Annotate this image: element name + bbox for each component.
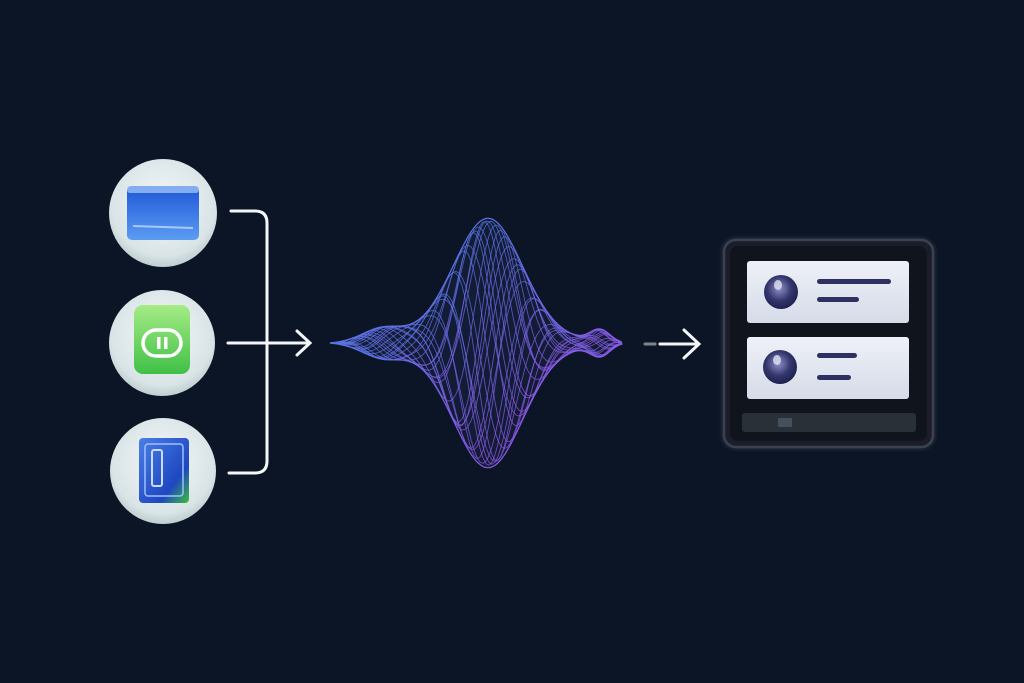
avatar-icon — [763, 350, 797, 384]
list-item[interactable] — [747, 337, 909, 399]
pause-toggle-icon — [134, 305, 190, 374]
output-arrow — [643, 328, 702, 360]
avatar-icon — [764, 275, 798, 309]
source-browser — [109, 159, 217, 267]
panel-footer-bar — [742, 413, 916, 432]
text-line — [817, 375, 851, 380]
audio-waveform — [329, 217, 623, 469]
source-toggle — [109, 290, 215, 396]
list-item[interactable] — [747, 261, 909, 323]
wave-outline — [329, 217, 623, 469]
source-phone — [110, 418, 216, 524]
browser-window-icon — [127, 186, 199, 240]
merge-connector — [226, 209, 313, 475]
result-panel — [722, 238, 935, 449]
text-line — [817, 279, 891, 284]
text-line — [817, 297, 859, 302]
text-line — [817, 353, 857, 358]
mobile-device-icon — [139, 438, 189, 503]
